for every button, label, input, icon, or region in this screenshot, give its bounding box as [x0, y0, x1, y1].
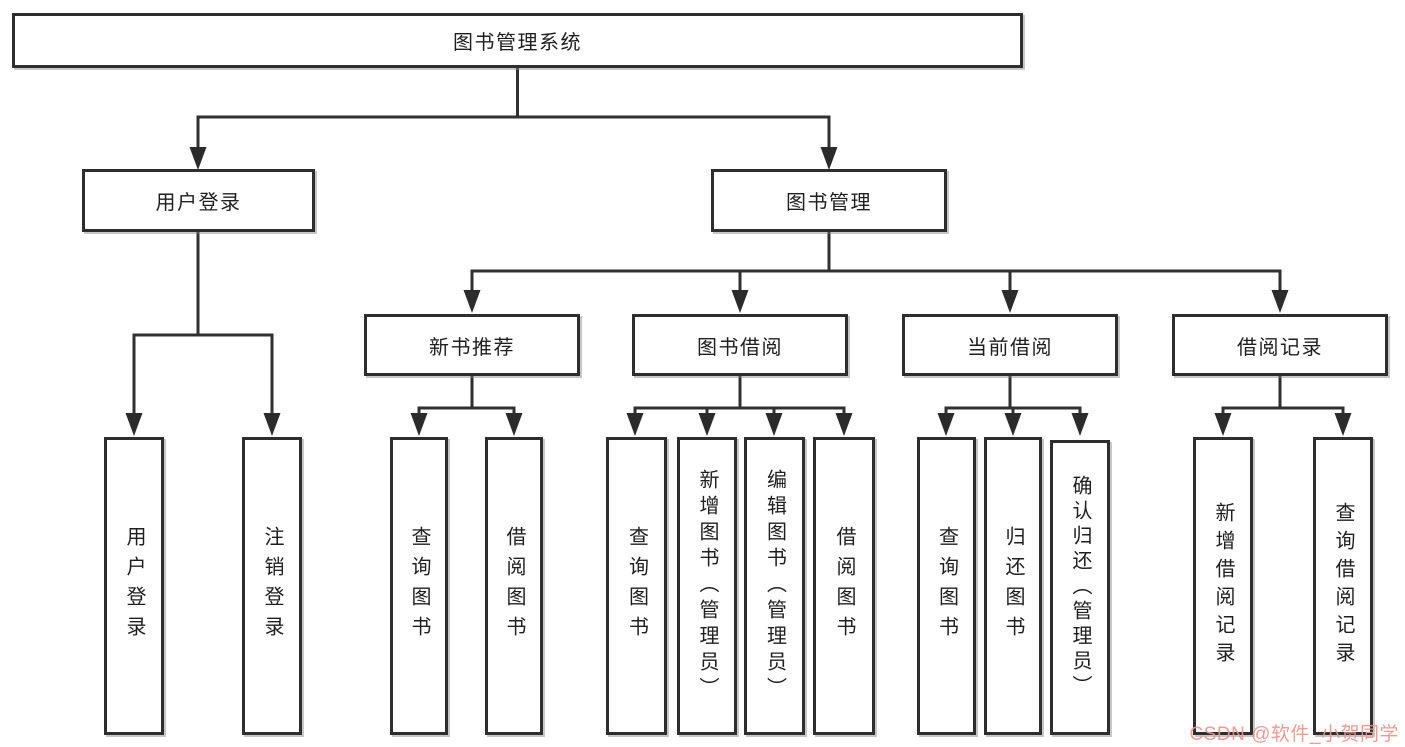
- watermark: CSDN @软件_小贺同学: [1189, 724, 1399, 745]
- node-book-management: 图书管理: [711, 169, 947, 232]
- node-book-management-label: 图书管理: [786, 192, 872, 214]
- leaf-logout-login-label: 注销登录: [261, 526, 283, 646]
- leaf-borrow-add-books-admin-label: 新增图书（管理员）: [696, 469, 718, 703]
- node-library-system-label: 图书管理系统: [453, 32, 582, 54]
- leaf-borrow-edit-books-admin: 编辑图书（管理员）: [744, 437, 805, 735]
- leaf-current-return-books: 归还图书: [984, 437, 1042, 735]
- node-new-book-recommend-label: 新书推荐: [429, 336, 515, 359]
- node-book-borrow: 图书借阅: [632, 314, 848, 376]
- node-book-borrow-label: 图书借阅: [697, 336, 783, 359]
- node-borrow-records-label: 借阅记录: [1237, 336, 1323, 359]
- node-new-book-recommend: 新书推荐: [364, 314, 580, 376]
- leaf-user-login: 用户登录: [104, 437, 164, 735]
- node-user-login: 用户登录: [82, 169, 315, 232]
- leaf-borrow-add-books-admin: 新增图书（管理员）: [677, 437, 737, 735]
- leaf-current-confirm-return-admin: 确认归还（管理员）: [1050, 440, 1110, 735]
- leaf-recommend-query-books-label: 查询图书: [408, 526, 430, 646]
- leaf-current-query-books-label: 查询图书: [935, 526, 958, 646]
- leaf-records-query-borrow-record: 查询借阅记录: [1313, 437, 1373, 735]
- leaf-current-query-books: 查询图书: [917, 437, 976, 735]
- node-current-borrow-label: 当前借阅: [967, 336, 1053, 359]
- leaf-borrow-borrow-books: 借阅图书: [813, 437, 875, 735]
- leaf-current-return-books-label: 归还图书: [1002, 526, 1024, 646]
- leaf-records-query-borrow-record-label: 查询借阅记录: [1332, 502, 1354, 670]
- node-user-login-label: 用户登录: [155, 192, 242, 214]
- leaf-records-add-borrow-record: 新增借阅记录: [1193, 437, 1253, 735]
- leaf-user-login-label: 用户登录: [123, 526, 145, 646]
- node-current-borrow: 当前借阅: [902, 314, 1118, 376]
- leaf-borrow-query-books-label: 查询图书: [625, 526, 648, 646]
- leaf-recommend-borrow-books: 借阅图书: [485, 437, 543, 735]
- leaf-current-confirm-return-admin-label: 确认归还（管理员）: [1069, 475, 1091, 700]
- leaf-borrow-borrow-books-label: 借阅图书: [833, 526, 855, 646]
- leaf-logout-login: 注销登录: [242, 437, 302, 735]
- leaf-records-add-borrow-record-label: 新增借阅记录: [1212, 502, 1234, 670]
- leaf-borrow-edit-books-admin-label: 编辑图书（管理员）: [763, 469, 786, 703]
- leaf-borrow-query-books: 查询图书: [606, 437, 667, 735]
- leaf-recommend-query-books: 查询图书: [390, 437, 448, 735]
- node-borrow-records: 借阅记录: [1172, 314, 1388, 376]
- leaf-recommend-borrow-books-label: 借阅图书: [503, 526, 525, 646]
- node-library-system: 图书管理系统: [12, 13, 1023, 68]
